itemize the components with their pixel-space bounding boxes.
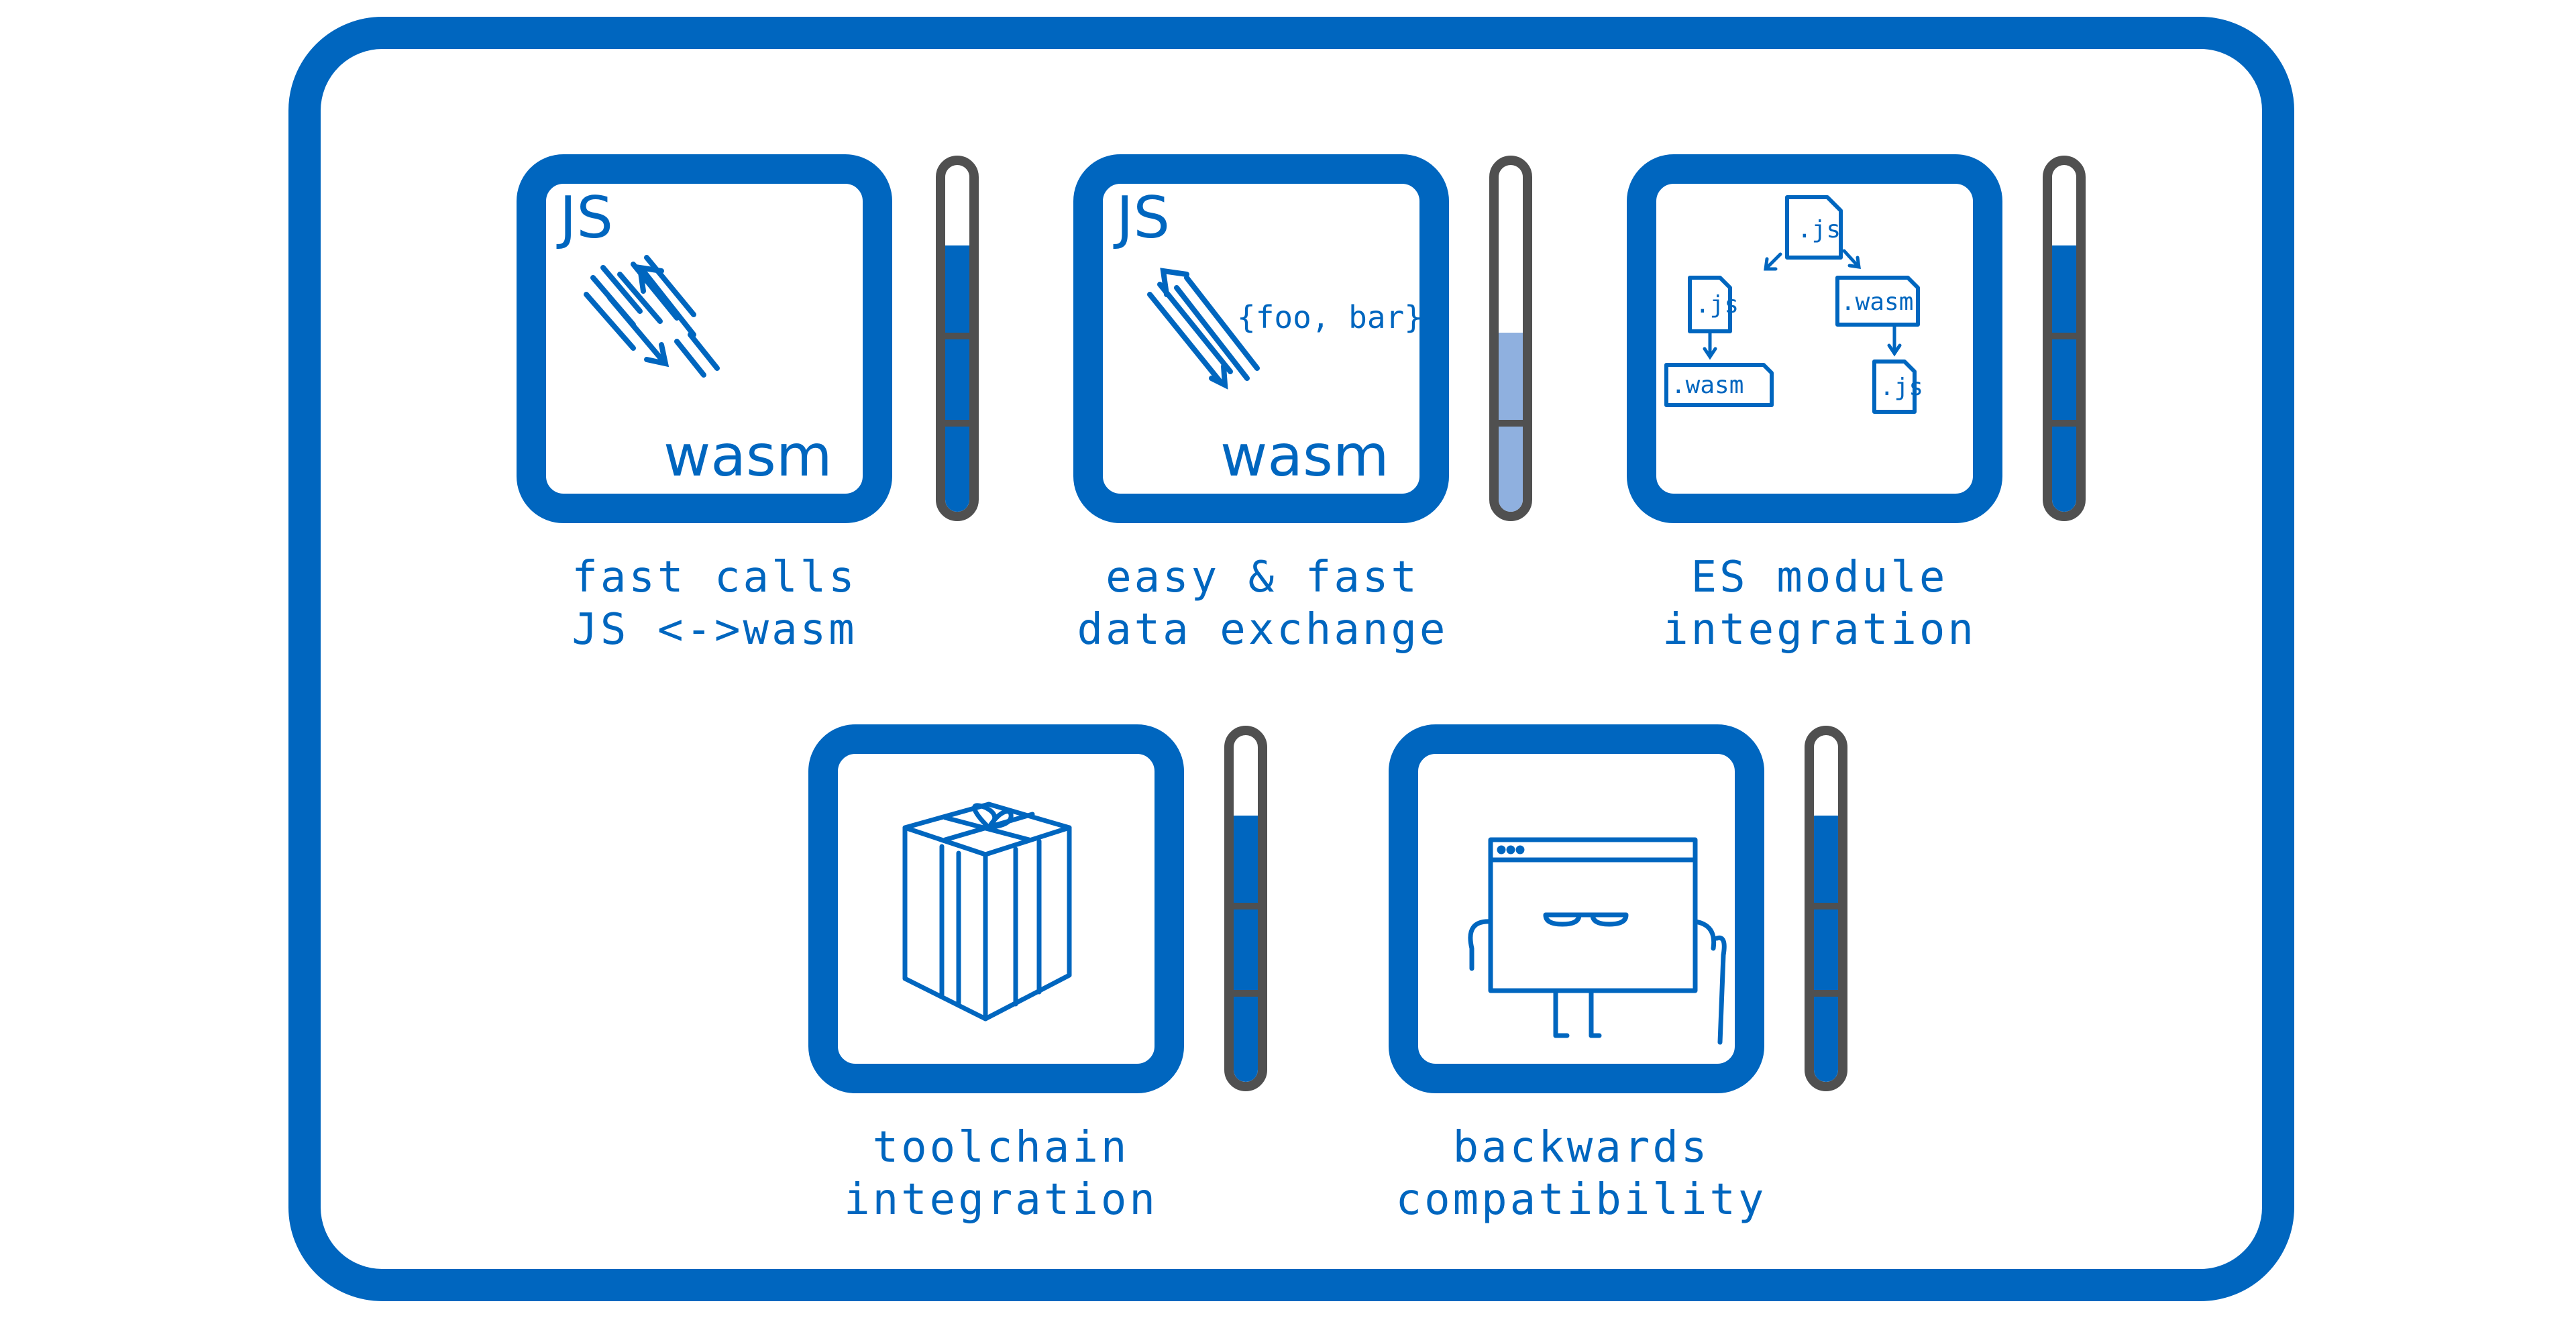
backwards-compat-card bbox=[1389, 724, 1764, 1093]
svg-text:.wasm: .wasm bbox=[1671, 372, 1743, 399]
wasm-label: wasm bbox=[1220, 423, 1389, 490]
es-module-caption: ES module integration bbox=[1662, 553, 1976, 655]
backwards-compat-caption: backwards compatibility bbox=[1395, 1123, 1767, 1225]
js-wasm-arrows-icon: JS wasm bbox=[556, 184, 833, 490]
fast-calls-meter bbox=[936, 156, 979, 521]
wasm-label: wasm bbox=[663, 423, 833, 490]
svg-text:.js: .js bbox=[1695, 291, 1739, 319]
module-tree-icon: .js .js .wasm .wasm .js bbox=[1664, 195, 1923, 414]
svg-text:.js: .js bbox=[1797, 216, 1841, 243]
outer-frame bbox=[288, 17, 2294, 1301]
fast-calls-card: JS wasm bbox=[517, 154, 892, 523]
file-icon bbox=[1664, 363, 1774, 407]
svg-text:.js: .js bbox=[1880, 374, 1923, 401]
old-browser-character-icon bbox=[1468, 837, 1727, 1045]
data-exchange-meter bbox=[1489, 156, 1532, 521]
data-exchange-caption: easy & fast data exchange bbox=[1077, 553, 1448, 655]
js-label: JS bbox=[556, 184, 613, 252]
toolchain-meter bbox=[1224, 726, 1267, 1091]
file-icon bbox=[1835, 276, 1920, 327]
data-exchange-card: JS wasm {foo, bar} bbox=[1073, 154, 1449, 523]
es-module-card: .js .js .wasm .wasm .js bbox=[1627, 154, 2002, 523]
gift-box-icon bbox=[902, 802, 1072, 1021]
svg-text:.wasm: .wasm bbox=[1841, 288, 1913, 316]
file-icon bbox=[1872, 360, 1917, 414]
file-icon bbox=[1688, 276, 1732, 333]
backwards-compat-meter bbox=[1805, 726, 1847, 1091]
file-icon bbox=[1785, 195, 1843, 260]
fast-calls-caption: fast calls JS <->wasm bbox=[572, 553, 857, 655]
js-wasm-data-icon: JS wasm {foo, bar} bbox=[1113, 184, 1423, 490]
js-label: JS bbox=[1113, 184, 1170, 252]
toolchain-card bbox=[808, 724, 1184, 1093]
data-object-label: {foo, bar} bbox=[1237, 299, 1423, 335]
toolchain-caption: toolchain integration bbox=[844, 1123, 1158, 1225]
es-module-meter bbox=[2043, 156, 2086, 521]
